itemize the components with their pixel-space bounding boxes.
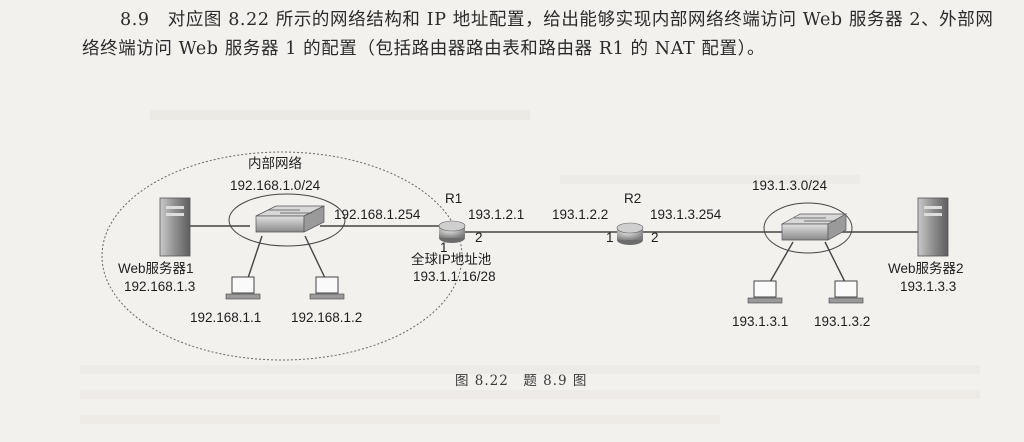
question-text-block: 8.9 对应图 8.22 所示的网络结构和 IP 地址配置，给出能够实现内部网络… <box>82 6 1002 64</box>
host-4-ip: 193.1.3.2 <box>814 314 870 329</box>
web-server-1-name: Web服务器1 <box>118 261 194 276</box>
host-2-ip: 192.168.1.2 <box>291 310 362 325</box>
host-2-icon <box>309 276 345 300</box>
host-3-ip: 193.1.3.1 <box>732 314 788 329</box>
web-server-2-name: Web服务器2 <box>888 261 964 276</box>
figure-caption: 图 8.22 题 8.9 图 <box>455 373 587 389</box>
internal-network-boundary <box>101 151 463 361</box>
external-network-address: 193.1.3.0/24 <box>752 178 828 193</box>
router-r2-label: R2 <box>624 191 641 206</box>
external-switch-icon <box>780 213 848 241</box>
host-1-icon <box>225 276 261 300</box>
question-paragraph: 8.9 对应图 8.22 所示的网络结构和 IP 地址配置，给出能够实现内部网络… <box>82 10 994 59</box>
router-r1-icon <box>438 220 466 243</box>
r2-interface-2-ip: 193.1.3.254 <box>650 207 722 222</box>
r2-interface-1-ip: 193.1.2.2 <box>552 207 608 222</box>
r1-interface-2-number: 2 <box>475 230 483 245</box>
external-switch-zone <box>763 202 853 254</box>
host-3-icon <box>747 280 783 304</box>
r2-interface-1-number: 1 <box>606 230 614 245</box>
r1-interface-1-number: 1 <box>440 240 448 255</box>
internal-switch-zone <box>228 193 346 247</box>
internal-network-name: 内部网络 <box>248 156 302 171</box>
web-server-1-icon <box>159 197 191 257</box>
r1-interface-2-ip: 193.1.2.1 <box>468 207 524 222</box>
internal-switch-icon <box>255 205 325 233</box>
router-r1-label: R1 <box>445 191 462 206</box>
r1-interface-1-ip: 192.168.1.254 <box>334 207 421 222</box>
web-server-2-ip: 193.1.3.3 <box>900 279 956 294</box>
host-1-ip: 192.168.1.1 <box>190 310 261 325</box>
router-r2-icon <box>616 222 644 245</box>
global-ip-pool-name: 全球IP地址池 <box>411 251 491 267</box>
web-server-1-ip: 192.168.1.3 <box>124 279 195 294</box>
global-ip-pool-address: 193.1.1.16/28 <box>413 269 496 284</box>
internal-network-address: 192.168.1.0/24 <box>230 178 321 193</box>
r2-interface-2-number: 2 <box>651 230 659 245</box>
bleed-through-text <box>80 110 980 424</box>
web-server-2-icon <box>917 197 949 257</box>
host-4-icon <box>828 280 864 304</box>
